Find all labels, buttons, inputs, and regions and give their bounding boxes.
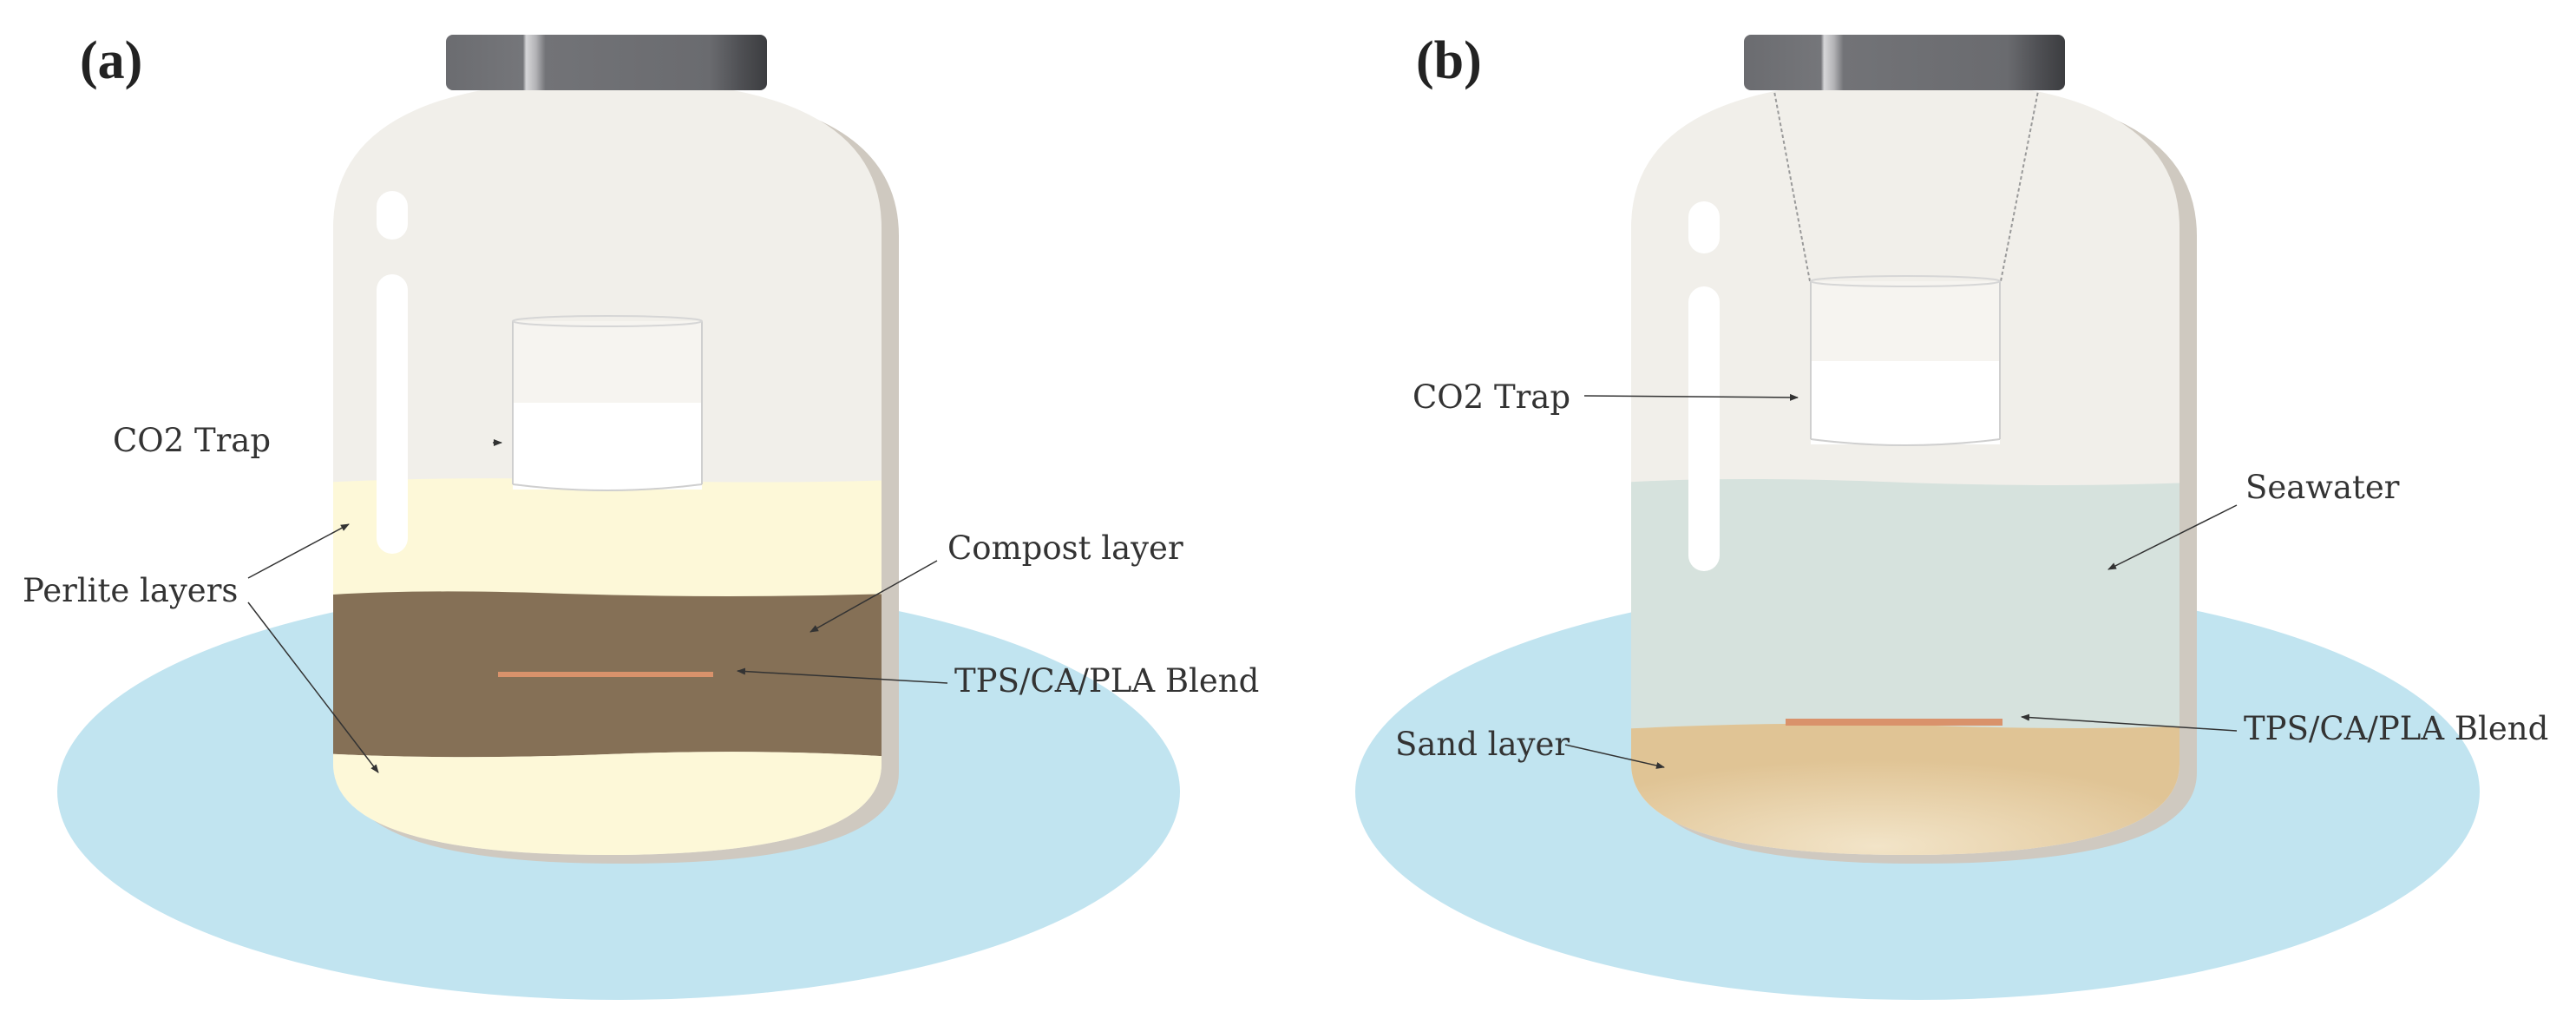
co2-trap-label-b: CO2 Trap	[1413, 378, 1570, 416]
jar-b	[1631, 35, 2197, 864]
blend-arrow-a	[737, 667, 948, 684]
sand-arrow	[1564, 744, 1665, 769]
seawater-label: Seawater	[2245, 469, 2400, 506]
panel-b: (b)	[1355, 31, 2548, 1000]
jar-b-lid	[1744, 35, 2065, 90]
jar-a-highlight-small	[377, 191, 408, 240]
panel-a-letter: (a)	[80, 31, 142, 90]
perlite-arrow-upper	[247, 523, 350, 579]
perlite-label: Perlite layers	[23, 572, 238, 609]
blend-label-b: TPS/CA/PLA Blend	[2244, 710, 2548, 747]
jar-a-highlight-long	[377, 274, 408, 554]
sand-label: Sand layer	[1395, 726, 1570, 763]
seawater-arrow	[2107, 504, 2238, 570]
compost-label: Compost layer	[947, 529, 1183, 567]
co2-trap-beaker-a	[512, 315, 703, 491]
sand-layer	[1631, 723, 2179, 855]
jar-b-highlight-small	[1688, 201, 1720, 253]
trap-string-right	[2000, 86, 2040, 282]
panel-b-letter: (b)	[1416, 31, 1482, 90]
co2-trap-label-a: CO2 Trap	[113, 422, 271, 459]
panel-a: (a)	[23, 31, 1259, 1000]
jar-a	[333, 35, 899, 864]
blend-arrow-b	[2021, 713, 2238, 732]
perlite-upper	[333, 478, 882, 599]
trap-string-left	[1773, 86, 1811, 282]
blend-label-a: TPS/CA/PLA Blend	[954, 662, 1259, 700]
jar-b-highlight-long	[1688, 286, 1720, 571]
co2-trap-arrow-b	[1583, 393, 1799, 401]
jar-a-lid	[446, 35, 767, 90]
compost-arrow	[810, 560, 938, 633]
perlite-arrow-lower	[247, 601, 379, 773]
co2-trap-beaker-b	[1810, 275, 2001, 446]
perlite-lower	[333, 752, 882, 855]
seawater-layer	[1631, 479, 2179, 729]
